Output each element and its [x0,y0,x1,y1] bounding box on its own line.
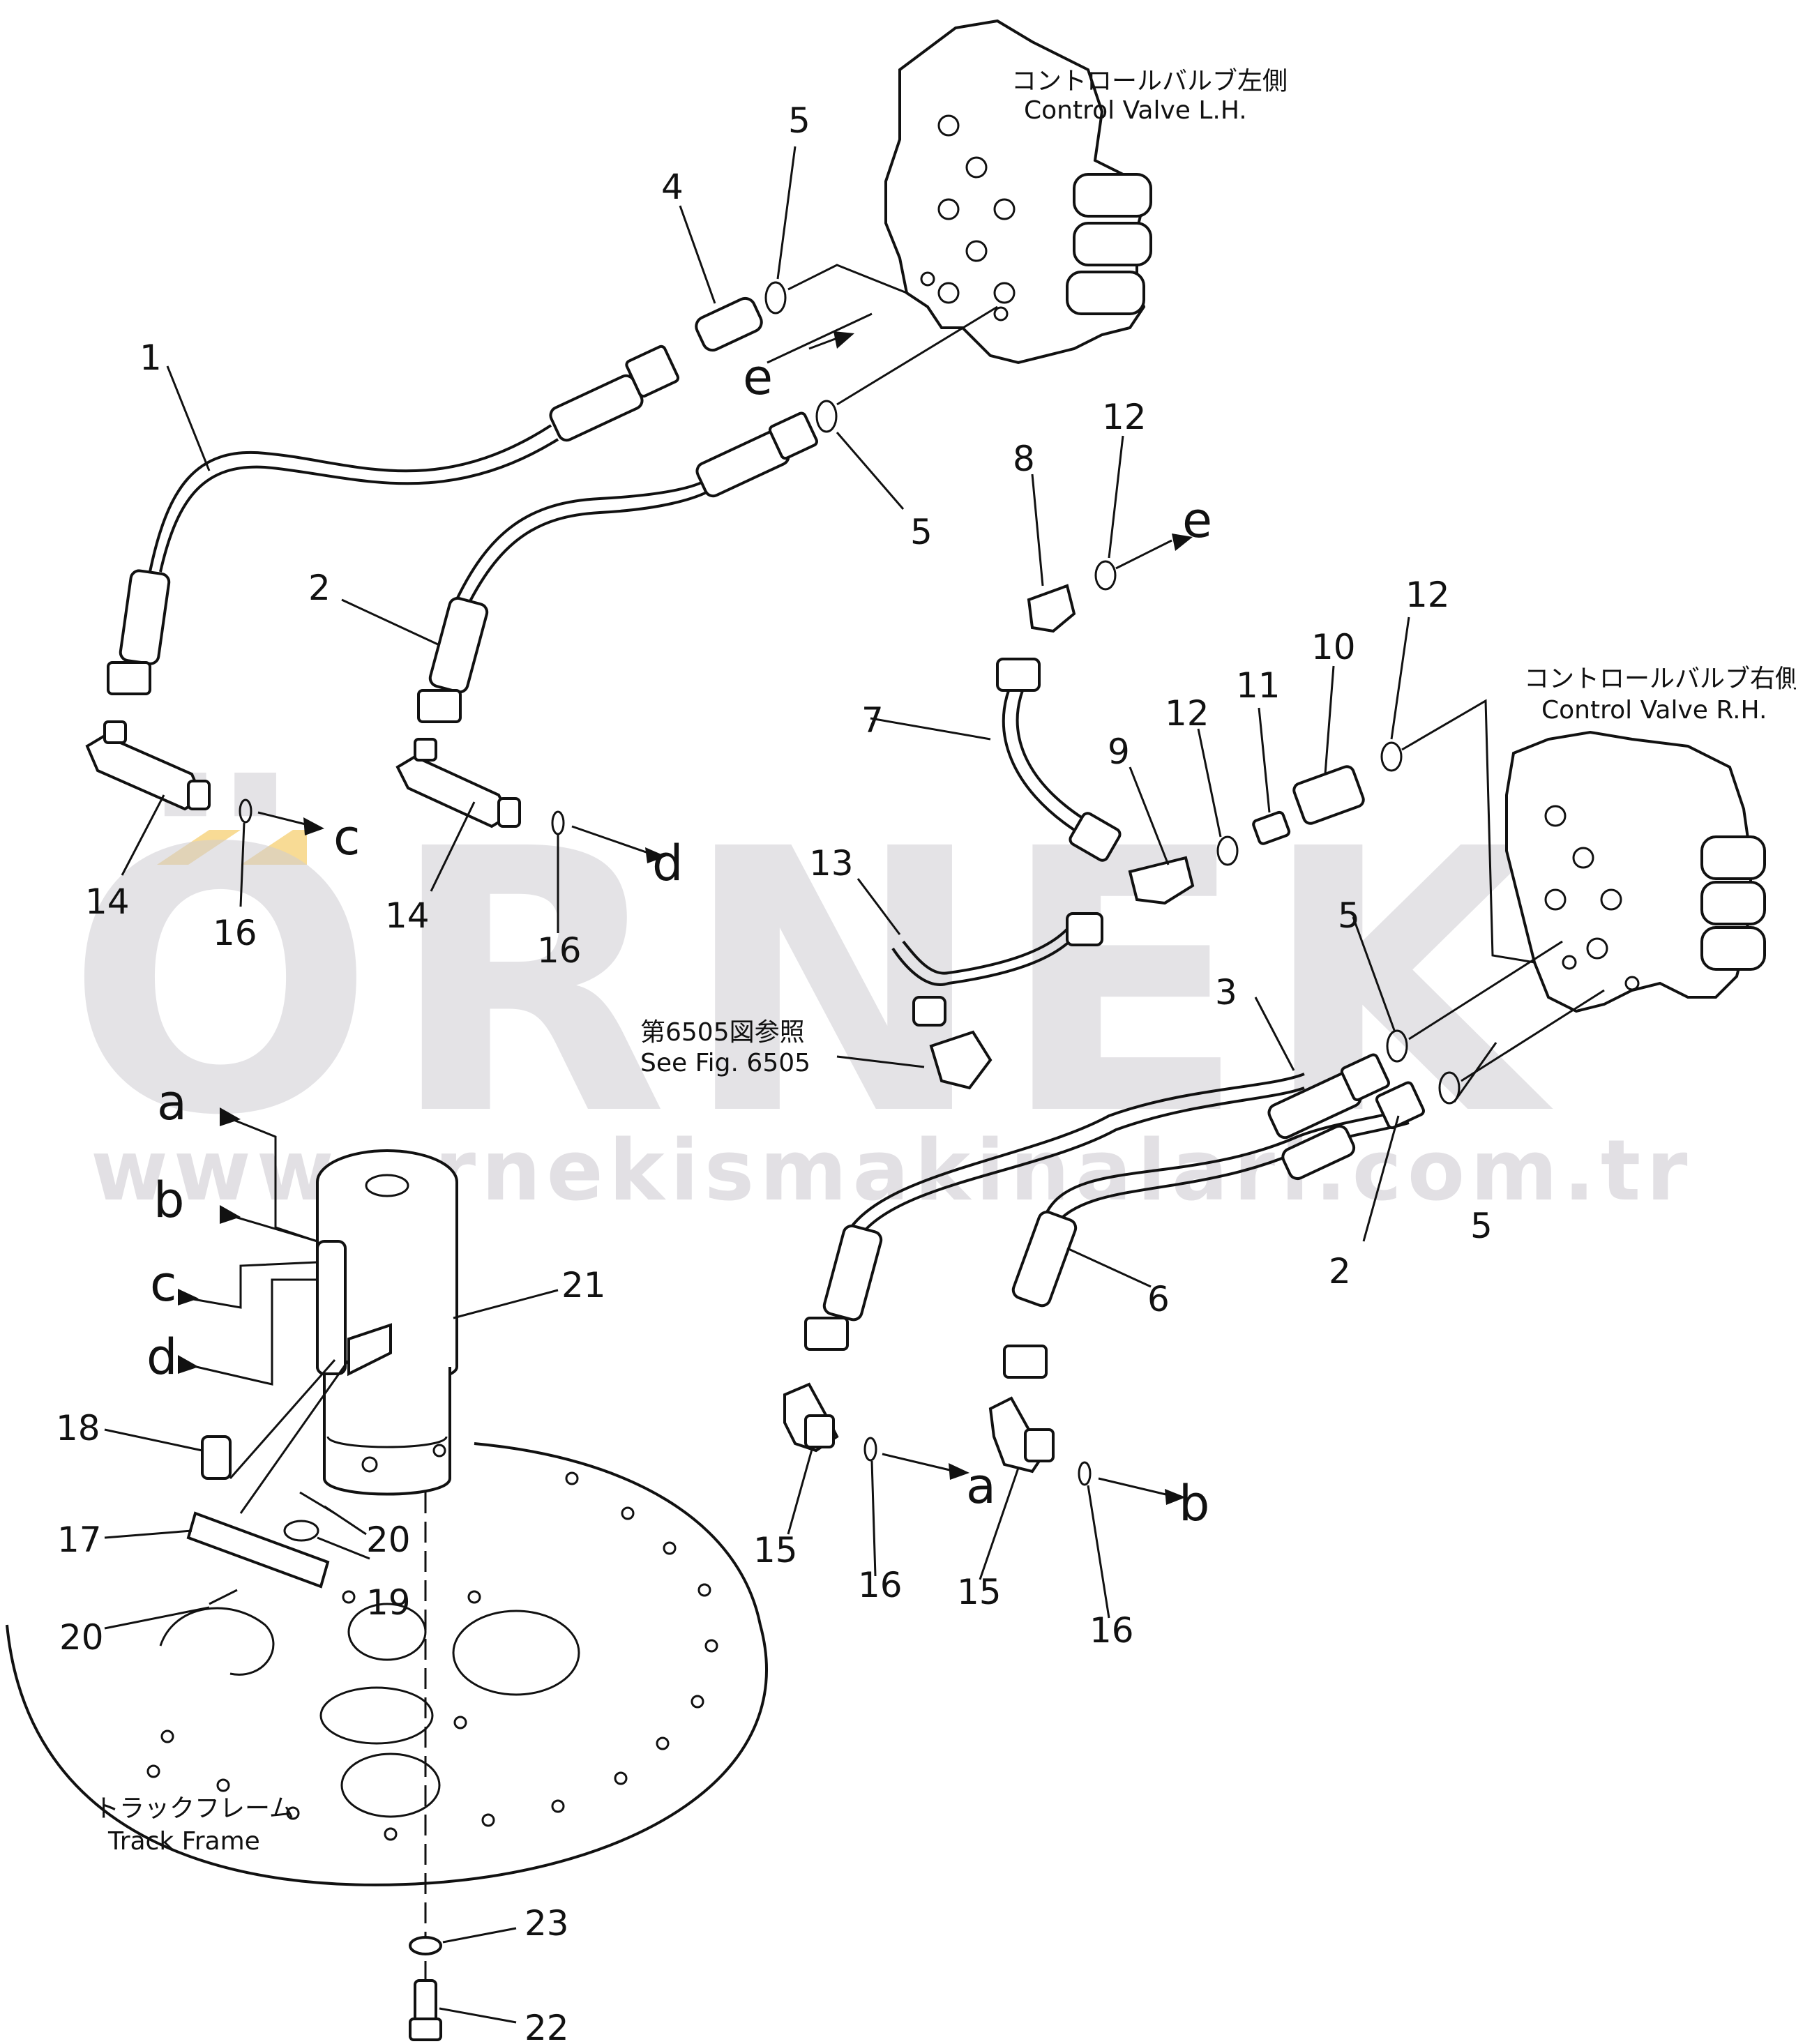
connection-letter-a-lower: a [966,1458,996,1515]
callout-22: 22 [525,2008,569,2044]
callout-20-left: 20 [59,1617,104,1658]
callout-numbers: 1 2 2 3 4 5 5 5 5 6 7 8 9 10 11 12 12 12… [56,100,1493,2044]
callout-8: 8 [1013,439,1035,479]
callout-1: 1 [139,338,162,378]
center-swivel-joint [316,1149,458,1496]
callout-19: 19 [366,1582,411,1623]
upper-hose-assembly [107,264,998,723]
callout-16-third: 16 [858,1565,903,1605]
connection-letter-c-left: c [150,1255,177,1312]
track-frame-label-en: Track Frame [107,1827,260,1856]
callout-5-middle: 5 [910,512,933,552]
callout-13: 13 [809,843,854,884]
control-valve-lh-label-jp: コントロールバルブ左側 [1011,67,1288,96]
connection-arrows [178,331,1193,1505]
callout-14-left: 14 [85,881,130,922]
callout-16-left: 16 [213,913,257,953]
control-valve-rh-label-en: Control Valve R.H. [1541,696,1767,725]
callout-2-lower: 2 [1329,1251,1351,1292]
connection-letter-e-right: e [1182,492,1212,549]
track-frame [6,1442,768,1988]
callout-15-right: 15 [957,1572,1002,1612]
swivel-joint-adapters [85,720,653,856]
callout-5-lower: 5 [1470,1206,1493,1246]
callout-14-right: 14 [385,895,430,936]
watermark-accent-mark-left [157,830,241,865]
control-valve-lh [884,19,1152,365]
callout-12-middle: 12 [1165,693,1209,734]
callout-2-upper: 2 [308,568,331,608]
callout-3: 3 [1215,972,1237,1013]
watermark: ÖRNEK www.ornekismakinalari.com.tr [66,769,1687,1220]
callout-16-second: 16 [537,930,582,971]
mounting-bolt [409,1936,442,2041]
callout-20-right: 20 [366,1520,411,1560]
track-frame-label-jp: トラックフレーム [94,1794,294,1823]
see-fig-label-jp: 第6505図参照 [640,1018,805,1047]
connection-letter-b-left: b [153,1172,184,1229]
callout-9: 9 [1108,732,1130,772]
callout-5-top: 5 [788,100,810,141]
callout-12-right: 12 [1405,575,1450,615]
callout-23: 23 [525,1903,569,1944]
callout-21: 21 [561,1265,606,1305]
connection-letter-c-right: c [333,809,361,866]
callout-5-right: 5 [1338,895,1360,936]
connection-letter-a-left: a [157,1074,187,1131]
callout-10: 10 [1311,627,1356,667]
watermark-accent-mark-right [241,830,307,865]
callout-4: 4 [661,167,684,207]
callout-12-top: 12 [1102,397,1147,437]
see-fig-label-en: See Fig. 6505 [640,1049,810,1077]
middle-fittings [836,539,1535,1090]
lower-hose-assembly [783,940,1605,1497]
connection-letter-d-left: d [146,1328,177,1386]
callout-18: 18 [56,1408,100,1448]
leader-lines [104,146,1497,2024]
control-valve-rh-label-jp: コントロールバルブ右側 [1524,665,1796,693]
callout-17: 17 [57,1520,102,1560]
callout-7: 7 [861,700,884,741]
connection-letters: e e c d a b a b c d [146,349,1212,1532]
callout-16-fourth: 16 [1089,1610,1134,1651]
connection-letter-d-right: d [652,835,683,892]
control-valve-rh [1505,730,1766,1013]
callout-6: 6 [1147,1279,1170,1319]
connection-letter-b-lower: b [1179,1475,1209,1532]
connection-letter-e-top: e [743,349,773,406]
callout-15-left: 15 [753,1530,798,1570]
callout-11: 11 [1236,665,1281,706]
control-valve-lh-label-en: Control Valve L.H. [1024,96,1247,125]
